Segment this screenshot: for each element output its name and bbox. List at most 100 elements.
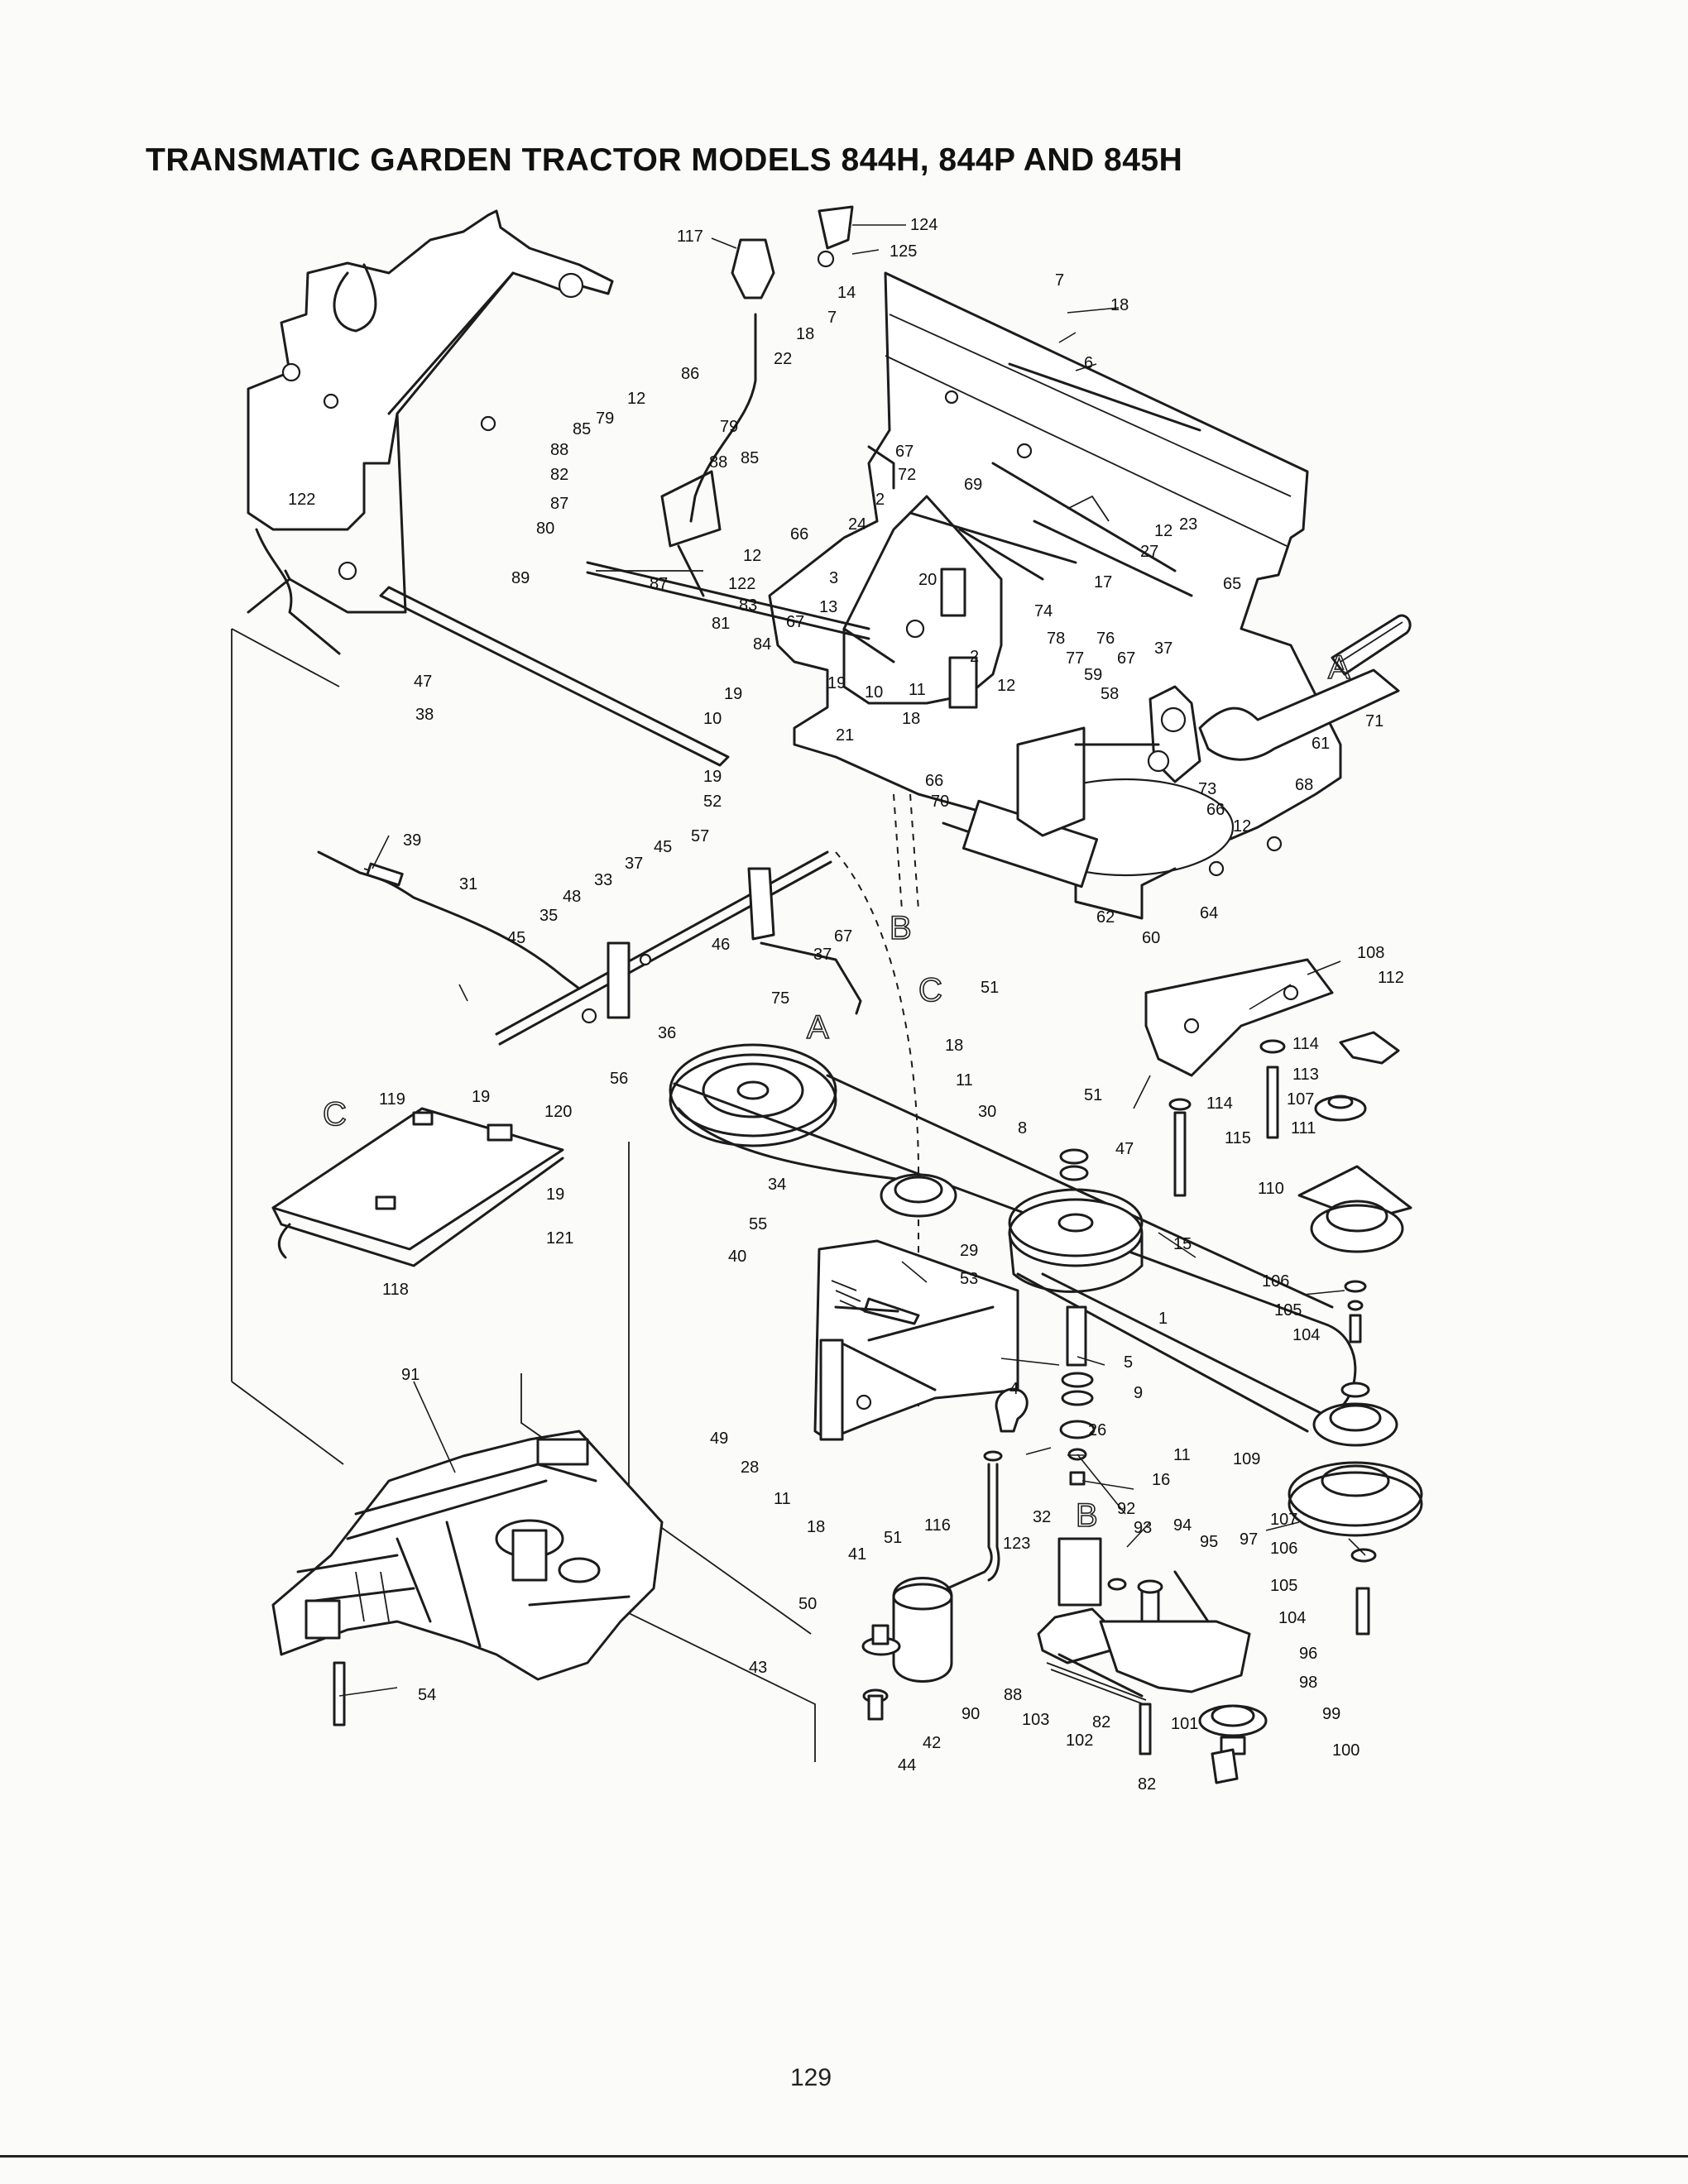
callout-26: 26 — [1088, 1421, 1106, 1439]
callout-18b: 18 — [796, 325, 814, 343]
callout-92: 92 — [1117, 1500, 1135, 1518]
page-title: TRANSMATIC GARDEN TRACTOR MODELS 844H, 8… — [146, 142, 1183, 178]
brake-cross-shaft — [495, 850, 862, 1046]
callout-67b: 67 — [895, 443, 914, 461]
callout-71: 71 — [1365, 712, 1383, 730]
callout-101: 101 — [1171, 1715, 1198, 1733]
callout-58: 58 — [1101, 685, 1119, 703]
callout-10b: 10 — [865, 683, 883, 702]
callout-36: 36 — [658, 1024, 676, 1042]
callout-79b: 79 — [720, 418, 738, 436]
callout-81: 81 — [712, 615, 730, 633]
callout-88c: 88 — [1004, 1686, 1022, 1704]
callout-98: 98 — [1299, 1674, 1317, 1692]
page-number: 129 — [789, 2064, 832, 2091]
callout-42: 42 — [923, 1734, 941, 1752]
callout-15: 15 — [1173, 1235, 1192, 1253]
callout-47b: 47 — [1115, 1140, 1134, 1158]
callout-67c: 67 — [1117, 649, 1135, 668]
callout-35: 35 — [539, 907, 558, 925]
callout-93: 93 — [1134, 1519, 1152, 1537]
callout-67: 67 — [786, 613, 804, 631]
callout-89: 89 — [511, 569, 530, 587]
callout-115: 115 — [1225, 1129, 1251, 1147]
callout-109: 109 — [1233, 1450, 1260, 1468]
callout-9: 9 — [1134, 1384, 1143, 1402]
transaxle-91 — [271, 1430, 664, 1727]
callout-57: 57 — [691, 827, 709, 845]
callout-4: 4 — [1009, 1380, 1019, 1398]
callout-19b: 19 — [703, 768, 722, 786]
callout-50: 50 — [798, 1595, 817, 1613]
callout-19: 19 — [724, 685, 742, 703]
callout-31: 31 — [459, 875, 477, 893]
callout-62: 62 — [1096, 908, 1115, 927]
callout-96: 96 — [1299, 1645, 1317, 1663]
callout-8: 8 — [1018, 1119, 1027, 1138]
callout-19d: 19 — [472, 1088, 490, 1106]
callout-61: 61 — [1312, 735, 1330, 753]
shift-lever-handle — [1147, 614, 1412, 773]
support-plate-118 — [271, 1107, 564, 1267]
callout-2: 2 — [970, 648, 979, 666]
callout-54: 54 — [418, 1686, 436, 1704]
callout-19c: 19 — [827, 674, 846, 692]
callout-7b: 7 — [827, 309, 837, 327]
callout-37c: 37 — [813, 946, 832, 964]
idler-bracket-28 — [813, 1239, 1019, 1441]
callout-104: 104 — [1292, 1326, 1320, 1344]
callout-29: 29 — [960, 1242, 978, 1260]
callout-120: 120 — [544, 1103, 572, 1121]
deck-drive-pulleys — [1288, 1382, 1423, 1636]
callout-77: 77 — [1066, 649, 1084, 668]
callout-102: 102 — [1066, 1731, 1093, 1750]
callout-37b: 37 — [625, 855, 643, 873]
bottom-rule — [0, 2155, 1688, 2158]
callout-87: 87 — [550, 495, 568, 513]
leader-lines — [338, 224, 1366, 1697]
callout-38: 38 — [415, 706, 434, 724]
callout-12b: 12 — [743, 547, 761, 565]
callout-37: 37 — [1154, 639, 1172, 658]
callout-22: 22 — [774, 350, 792, 368]
callout-45: 45 — [654, 838, 672, 856]
callout-94: 94 — [1173, 1516, 1192, 1535]
callout-106: 106 — [1262, 1272, 1289, 1291]
rear-side-panel — [247, 209, 614, 655]
callout-49: 49 — [710, 1430, 728, 1448]
callout-39: 39 — [403, 831, 421, 850]
callout-85: 85 — [573, 420, 591, 438]
callout-33: 33 — [594, 871, 612, 889]
callout-18c: 18 — [902, 710, 920, 728]
callout-95: 95 — [1200, 1533, 1218, 1551]
callout-91: 91 — [401, 1366, 420, 1384]
idler-pulleys — [880, 1173, 1144, 1293]
section-letter-b-lower: B — [1076, 1497, 1098, 1534]
callout-74: 74 — [1034, 602, 1053, 620]
callout-105: 105 — [1274, 1301, 1302, 1320]
callout-40: 40 — [728, 1248, 746, 1266]
callout-122: 122 — [288, 491, 315, 509]
callout-23: 23 — [1179, 515, 1197, 534]
callout-45b: 45 — [507, 929, 525, 947]
callout-124: 124 — [910, 216, 938, 234]
callout-104b: 104 — [1278, 1609, 1306, 1627]
callout-106b: 106 — [1270, 1540, 1297, 1558]
clutch-assembly-110 — [1168, 1031, 1412, 1343]
callout-21: 21 — [836, 726, 854, 745]
callout-60: 60 — [1142, 929, 1160, 947]
section-letters: A A B B C C — [322, 649, 1351, 1535]
callout-69: 69 — [964, 476, 982, 494]
callout-87b: 87 — [650, 575, 668, 593]
callout-11: 11 — [956, 1071, 973, 1090]
callout-111: 111 — [1291, 1119, 1316, 1138]
callout-6: 6 — [1084, 354, 1093, 372]
callout-108: 108 — [1357, 944, 1384, 962]
callout-27: 27 — [1140, 543, 1158, 561]
callout-86: 86 — [681, 365, 699, 383]
reference-dashes — [231, 628, 919, 1762]
section-letter-c-upper: C — [918, 972, 942, 1008]
callout-20: 20 — [918, 571, 937, 589]
